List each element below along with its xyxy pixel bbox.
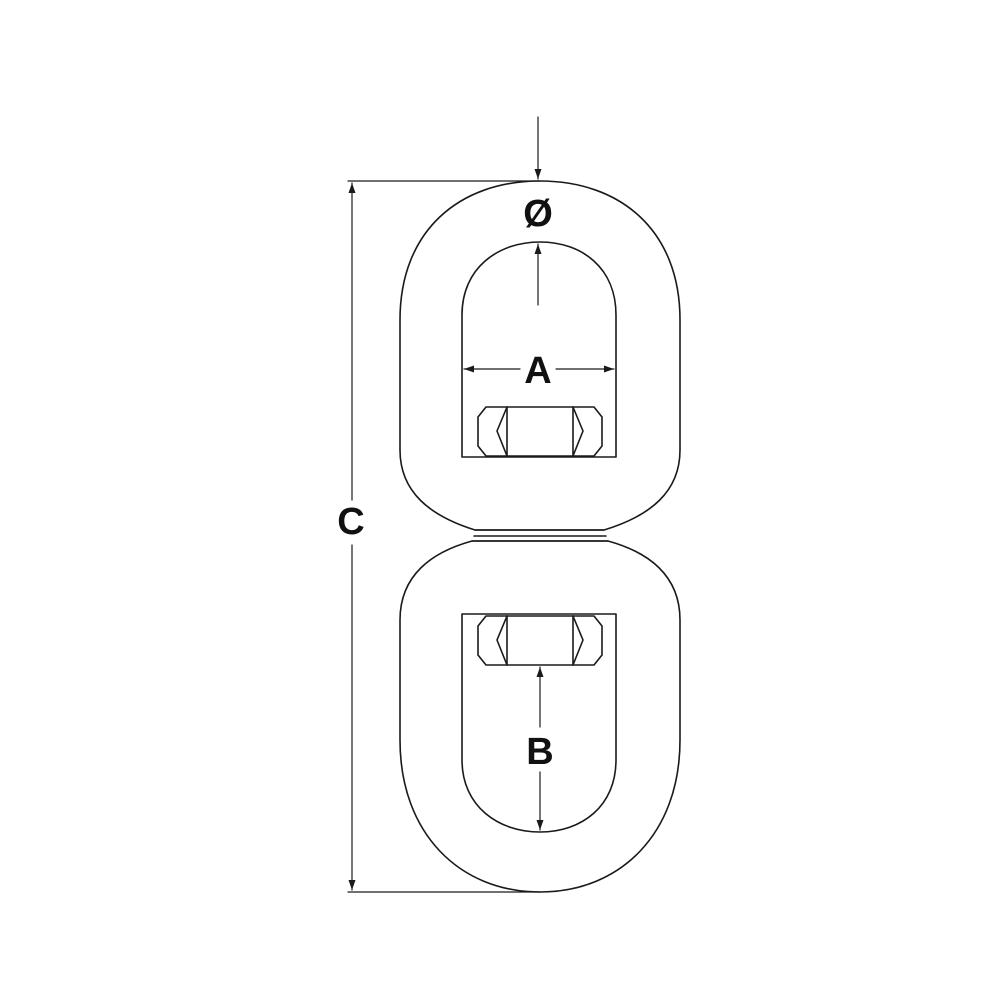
dimension-c xyxy=(347,180,541,893)
upper-hex-nut xyxy=(477,406,603,457)
swivel-neck xyxy=(471,529,609,542)
label-a: A xyxy=(524,350,551,392)
lower-hex-nut xyxy=(477,615,603,666)
label-diameter: Ø xyxy=(523,193,553,235)
label-b: B xyxy=(526,731,553,773)
label-c: C xyxy=(337,501,364,543)
lower-eye-opening xyxy=(461,613,617,833)
upper-eye-opening xyxy=(461,241,617,458)
